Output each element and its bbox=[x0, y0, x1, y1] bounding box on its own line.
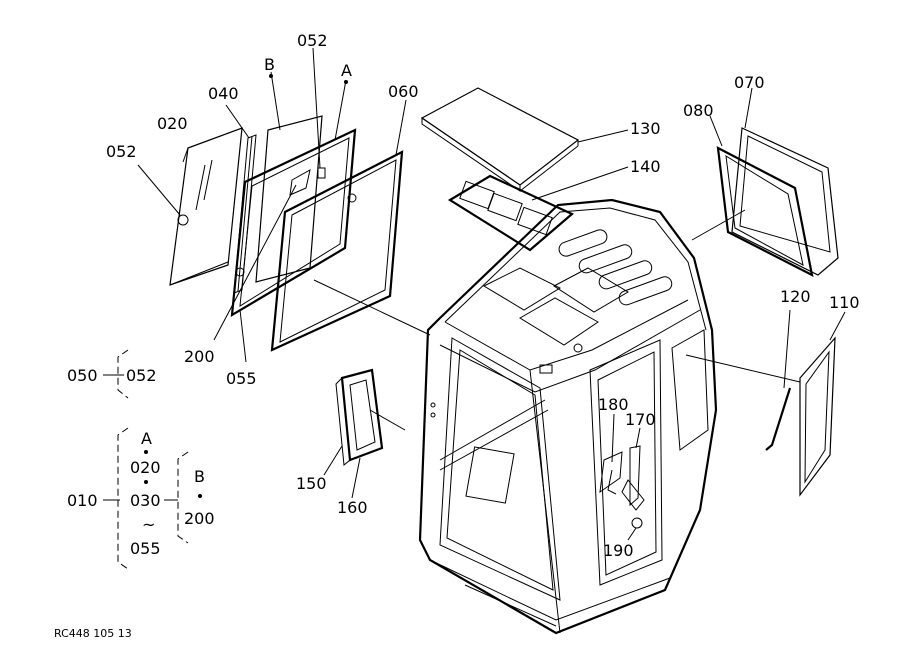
legend-020: 020 bbox=[130, 458, 161, 477]
latch-180 bbox=[599, 451, 623, 495]
cab-body bbox=[418, 198, 718, 635]
sliding-glass-frame bbox=[230, 115, 357, 318]
label-020: 020 bbox=[157, 114, 188, 133]
door-window-150 bbox=[335, 368, 384, 466]
legend-030: 030 bbox=[130, 491, 161, 510]
legend-200: 200 bbox=[184, 509, 215, 528]
side-glass-020 bbox=[169, 127, 243, 286]
assembly-legend: 050 052 010 A 020 030 ~ 055 B 200 bbox=[67, 349, 215, 570]
leader-lines-left bbox=[137, 47, 407, 363]
leader-handles bbox=[611, 413, 641, 541]
label-052-left: 052 bbox=[106, 142, 137, 161]
side-glass-110 bbox=[799, 336, 836, 497]
drawing-code: RC448 105 13 bbox=[54, 627, 132, 640]
legend-052: 052 bbox=[126, 366, 157, 385]
label-055-main: 055 bbox=[226, 369, 257, 388]
label-110: 110 bbox=[829, 293, 860, 312]
label-160: 160 bbox=[337, 498, 368, 517]
rear-glass-070 bbox=[731, 127, 839, 276]
label-120: 120 bbox=[780, 287, 811, 306]
label-060: 060 bbox=[388, 82, 419, 101]
label-080: 080 bbox=[683, 101, 714, 120]
legend-010: 010 bbox=[67, 491, 98, 510]
roof-glass-130 bbox=[420, 87, 580, 192]
handle-170 bbox=[621, 445, 645, 511]
ref-dot-b bbox=[269, 74, 273, 78]
roof-seal-140 bbox=[447, 174, 575, 252]
legend-055: 055 bbox=[130, 539, 161, 558]
leader-150-160 bbox=[323, 445, 361, 499]
label-130: 130 bbox=[630, 119, 661, 138]
label-180: 180 bbox=[598, 395, 629, 414]
label-052-top: 052 bbox=[297, 31, 328, 50]
label-200-main: 200 bbox=[184, 347, 215, 366]
legend-ref-b: B bbox=[194, 467, 205, 486]
glass-channel-120 bbox=[765, 387, 792, 451]
label-040: 040 bbox=[208, 84, 239, 103]
window-seal-060 bbox=[270, 150, 404, 352]
rear-seal-080 bbox=[716, 146, 814, 278]
label-a-top: A bbox=[341, 61, 352, 80]
label-190: 190 bbox=[603, 541, 634, 560]
label-b-top: B bbox=[264, 55, 275, 74]
legend-ref-a: A bbox=[141, 429, 152, 448]
label-070: 070 bbox=[734, 73, 765, 92]
legend-050: 050 bbox=[67, 366, 98, 385]
legend-tilde: ~ bbox=[142, 515, 155, 534]
bolt-190 bbox=[631, 517, 643, 529]
leader-lines-right bbox=[313, 87, 846, 431]
label-150: 150 bbox=[296, 474, 327, 493]
part-labels: 020 052 040 B 052 A 060 130 140 080 070 … bbox=[106, 31, 860, 560]
ref-dot-a bbox=[344, 80, 348, 84]
label-140: 140 bbox=[630, 157, 661, 176]
label-170: 170 bbox=[625, 410, 656, 429]
